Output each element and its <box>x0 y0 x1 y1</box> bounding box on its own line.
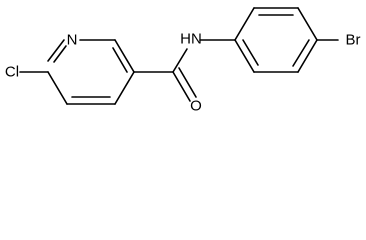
pyridine-ring <box>47 39 135 105</box>
atom-label-bromine: Br <box>346 32 361 49</box>
atom-label-chlorine: Cl <box>5 64 19 81</box>
bond-b4-b5-inner <box>292 39 310 67</box>
bond-c6-c5 <box>114 39 135 73</box>
bond-b6-b1 <box>234 39 255 73</box>
benzene-ring <box>234 7 318 73</box>
bond-b3-b4 <box>297 7 318 41</box>
bond-c5-c4 <box>114 71 135 105</box>
atom-label-ring-nitrogen: N <box>67 32 78 49</box>
atom-label-amide-nitrogen: HN <box>180 31 202 48</box>
bond-c2-n1-inner <box>53 45 67 63</box>
bond-c2-n1 <box>47 39 65 62</box>
chemical-structure: N Cl HN O Br <box>5 7 361 115</box>
bond-b1-b2 <box>234 7 255 41</box>
bond-c6-c5-inner <box>112 47 128 73</box>
bond-b4-b5 <box>297 39 318 73</box>
bond-b6-b1-inner <box>242 39 259 66</box>
bond-carbonyl-n <box>172 48 188 73</box>
atom-label-carbonyl-oxygen: O <box>190 98 202 115</box>
bond-carbonyl-o-double <box>178 67 197 98</box>
bond-carbonyl-o <box>172 71 191 102</box>
bond-c3-c2 <box>47 71 68 105</box>
